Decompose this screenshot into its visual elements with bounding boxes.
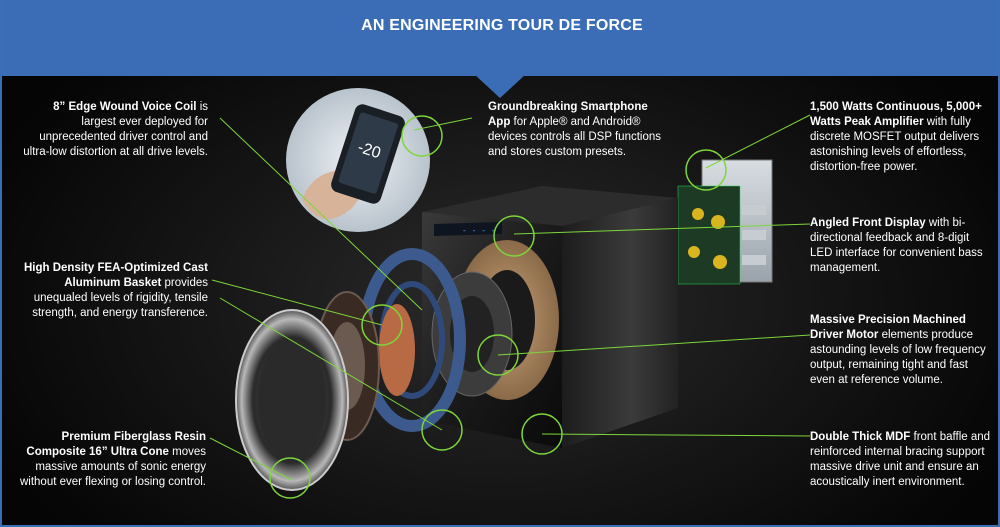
callout-display: Angled Front Display with bi-directional…	[810, 216, 992, 276]
callout-app: Groundbreaking Smartphone App for Apple®…	[488, 100, 668, 160]
callout-app-title: Groundbreaking Smartphone App	[488, 101, 648, 128]
page-title: AN ENGINEERING TOUR DE FORCE	[361, 17, 643, 34]
ultra-cone	[235, 309, 349, 491]
callout-basket-title: High Density FEA-Optimized Cast Aluminum…	[23, 262, 208, 289]
amplifier-board	[677, 159, 773, 285]
callout-motor-title: Massive Precision Machined Driver Motor	[810, 314, 966, 341]
banner-pointer	[474, 74, 526, 98]
callout-voice-coil-text: is largest ever deployed for unprecedent…	[23, 101, 208, 158]
callout-basket-text: provides unequaled levels of rigidity, t…	[32, 277, 208, 319]
callout-display-title: Angled Front Display	[810, 217, 926, 229]
svg-text:- - - -: - - - -	[462, 227, 496, 236]
smartphone-vignette: -20	[286, 88, 430, 232]
callout-display-text: with bi-directional feedback and 8-digit…	[810, 217, 983, 274]
callout-markers	[269, 115, 727, 499]
callout-cone-text: moves massive amounts of sonic energy wi…	[19, 446, 206, 488]
callout-basket: High Density FEA-Optimized Cast Aluminum…	[16, 261, 208, 321]
callout-cone-title: Premium Fiberglass Resin Composite 16” U…	[26, 431, 206, 458]
callout-voice-coil: 8” Edge Wound Voice Coil is largest ever…	[16, 100, 208, 160]
callout-amplifier: 1,500 Watts Continuous, 5,000+ Watts Pea…	[810, 100, 992, 175]
callout-mdf-text: front baffle and reinforced internal bra…	[810, 431, 991, 488]
header-banner: AN ENGINEERING TOUR DE FORCE	[2, 0, 998, 76]
callout-amplifier-text: with fully discrete MOSFET output delive…	[810, 116, 980, 173]
callout-app-text: for Apple® and Android® devices controls…	[488, 116, 662, 158]
callout-voice-coil-title: 8” Edge Wound Voice Coil	[53, 101, 197, 113]
callout-motor-text: elements produce astounding levels of lo…	[810, 329, 986, 386]
callout-cone: Premium Fiberglass Resin Composite 16” U…	[16, 430, 206, 490]
callout-amplifier-title: 1,500 Watts Continuous, 5,000+ Watts Pea…	[810, 101, 982, 128]
callout-motor: Massive Precision Machined Driver Motor …	[810, 313, 990, 388]
callout-mdf: Double Thick MDF front baffle and reinfo…	[810, 430, 992, 490]
callout-lines	[209, 114, 811, 481]
callout-mdf-title: Double Thick MDF	[810, 431, 911, 443]
phone-display-value: -20	[355, 139, 382, 162]
